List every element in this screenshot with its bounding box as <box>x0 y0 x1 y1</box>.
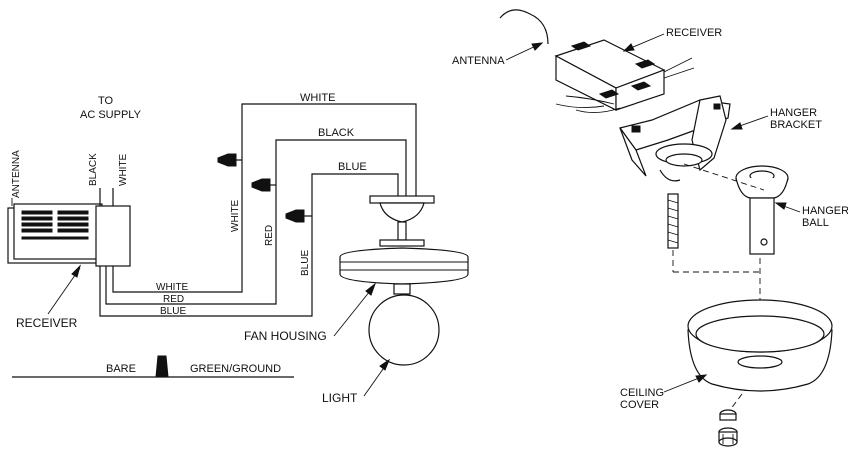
fan-housing-label: FAN HOUSING <box>244 329 327 343</box>
washer-and-nut <box>718 409 738 447</box>
v-red-label: RED <box>264 225 275 246</box>
exp-antenna-arrow <box>531 42 544 51</box>
fan-housing-leader <box>333 285 375 337</box>
mounting-screw <box>667 193 679 249</box>
ceiling-cover-label-1: CEILING <box>620 387 664 399</box>
v-blue-label: BLUE <box>300 250 311 276</box>
hanger-ball-label-1: HANGER <box>802 205 848 217</box>
black-supply-label: BLACK <box>88 153 99 186</box>
exp-antenna-label: ANTENNA <box>452 55 505 67</box>
top-black-label: BLACK <box>318 127 355 139</box>
light-label: LIGHT <box>322 391 358 405</box>
fan-housing-arrow <box>365 282 377 296</box>
output-wires <box>99 168 313 317</box>
receiver-box <box>7 203 131 267</box>
fan-housing-drawing <box>339 195 469 366</box>
top-blue-label: BLUE <box>338 161 367 173</box>
top-white-label: WHITE <box>300 92 335 104</box>
exp-receiver-arrow <box>622 43 635 52</box>
bottom-red-label: RED <box>163 294 184 305</box>
bottom-white-label: WHITE <box>156 282 189 293</box>
antenna-label: ANTENNA <box>11 150 22 198</box>
hanger-bracket-arrow <box>730 122 743 130</box>
hanger-bracket-label-1: HANGER <box>770 107 817 119</box>
hanger-ball <box>735 165 789 255</box>
receiver-arrow <box>71 264 81 278</box>
green-ground-label: GREEN/GROUND <box>190 363 281 375</box>
ceiling-cover <box>687 299 833 392</box>
hanger-ball-arrow <box>774 202 787 210</box>
receiver-label: RECEIVER <box>16 316 78 330</box>
v-white-label: WHITE <box>230 199 241 232</box>
to-label: TO <box>98 95 114 107</box>
hanger-ball-label-2: BALL <box>802 217 829 229</box>
receiver-vents <box>21 210 89 240</box>
hanger-bracket-label-2: BRACKET <box>770 119 822 131</box>
ceiling-cover-label-2: COVER <box>620 399 659 411</box>
hanger-bracket <box>618 95 731 182</box>
fan-wires <box>236 103 417 220</box>
light-arrow <box>379 358 391 371</box>
ac-supply-label: AC SUPPLY <box>80 109 142 121</box>
wire-nuts <box>217 153 305 223</box>
receiver-module <box>554 39 695 113</box>
exp-receiver-label: RECEIVER <box>666 27 722 39</box>
antenna-wire-curve <box>499 9 549 45</box>
white-supply-label: WHITE <box>118 153 129 186</box>
bottom-blue-label: BLUE <box>160 306 186 317</box>
bare-label: BARE <box>106 363 136 375</box>
ceiling-cover-arrow <box>695 374 708 383</box>
ground-wire-nut <box>155 355 169 378</box>
